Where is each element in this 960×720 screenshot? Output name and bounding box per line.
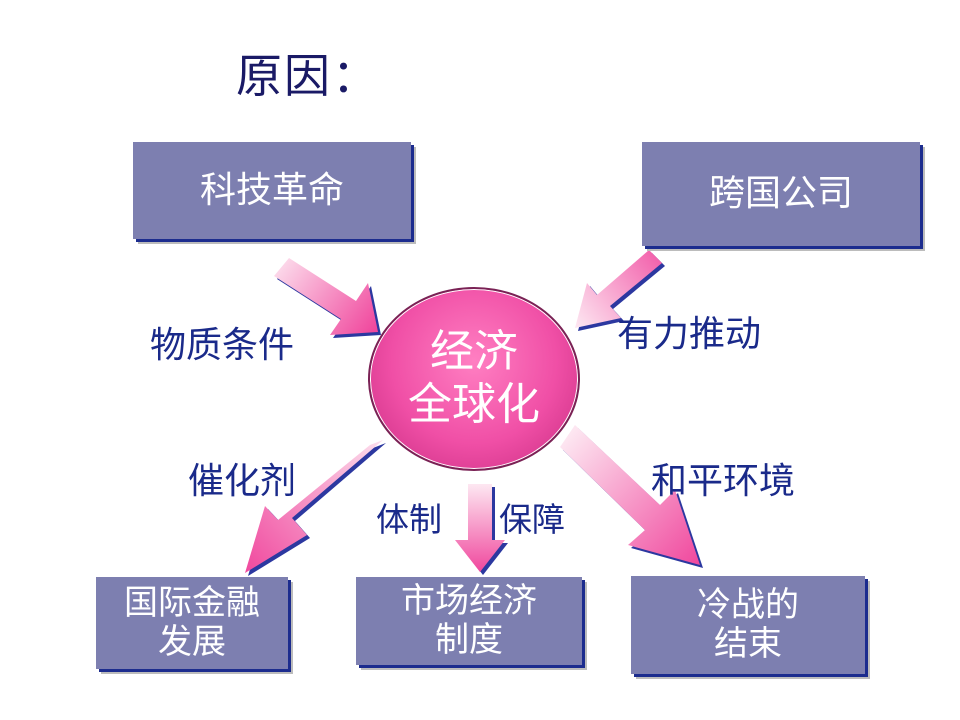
label-system: 体制 bbox=[376, 500, 442, 539]
arrow-tnc-to-center bbox=[575, 250, 665, 331]
box-finance: 国际金融 发展 bbox=[96, 577, 288, 669]
arrow-tech-to-center bbox=[274, 258, 381, 338]
arrow-center-to-market bbox=[455, 484, 508, 575]
page-title: 原因： bbox=[236, 49, 380, 103]
box-multinational-text: 跨国公司 bbox=[708, 173, 853, 215]
box-tech-revolution-text: 科技革命 bbox=[199, 169, 344, 211]
label-guarantee: 保障 bbox=[499, 500, 565, 539]
box-finance-line1: 国际金融 bbox=[124, 582, 260, 623]
box-multinational: 跨国公司 bbox=[642, 142, 920, 246]
arrow-center-to-finance bbox=[245, 440, 386, 576]
box-cold-war-line1: 冷战的 bbox=[697, 584, 799, 625]
label-material-conditions: 物质条件 bbox=[150, 325, 295, 366]
arrow-center-to-coldwar bbox=[560, 425, 703, 568]
center-node: 经济 全球化 bbox=[368, 287, 580, 471]
box-market-line1: 市场经济 bbox=[401, 580, 537, 621]
box-cold-war-line2: 结束 bbox=[714, 624, 782, 664]
box-market: 市场经济 制度 bbox=[356, 577, 582, 665]
label-catalyst: 催化剂 bbox=[188, 461, 297, 502]
label-peace-environment: 和平环境 bbox=[651, 461, 796, 502]
box-cold-war: 冷战的 结束 bbox=[631, 576, 865, 674]
box-finance-line2: 发展 bbox=[158, 622, 226, 662]
center-line2: 全球化 bbox=[408, 379, 540, 430]
box-market-line2: 制度 bbox=[435, 620, 503, 660]
box-tech-revolution: 科技革命 bbox=[133, 142, 411, 239]
label-strong-push: 有力推动 bbox=[617, 314, 762, 355]
center-line1: 经济 bbox=[430, 326, 518, 378]
